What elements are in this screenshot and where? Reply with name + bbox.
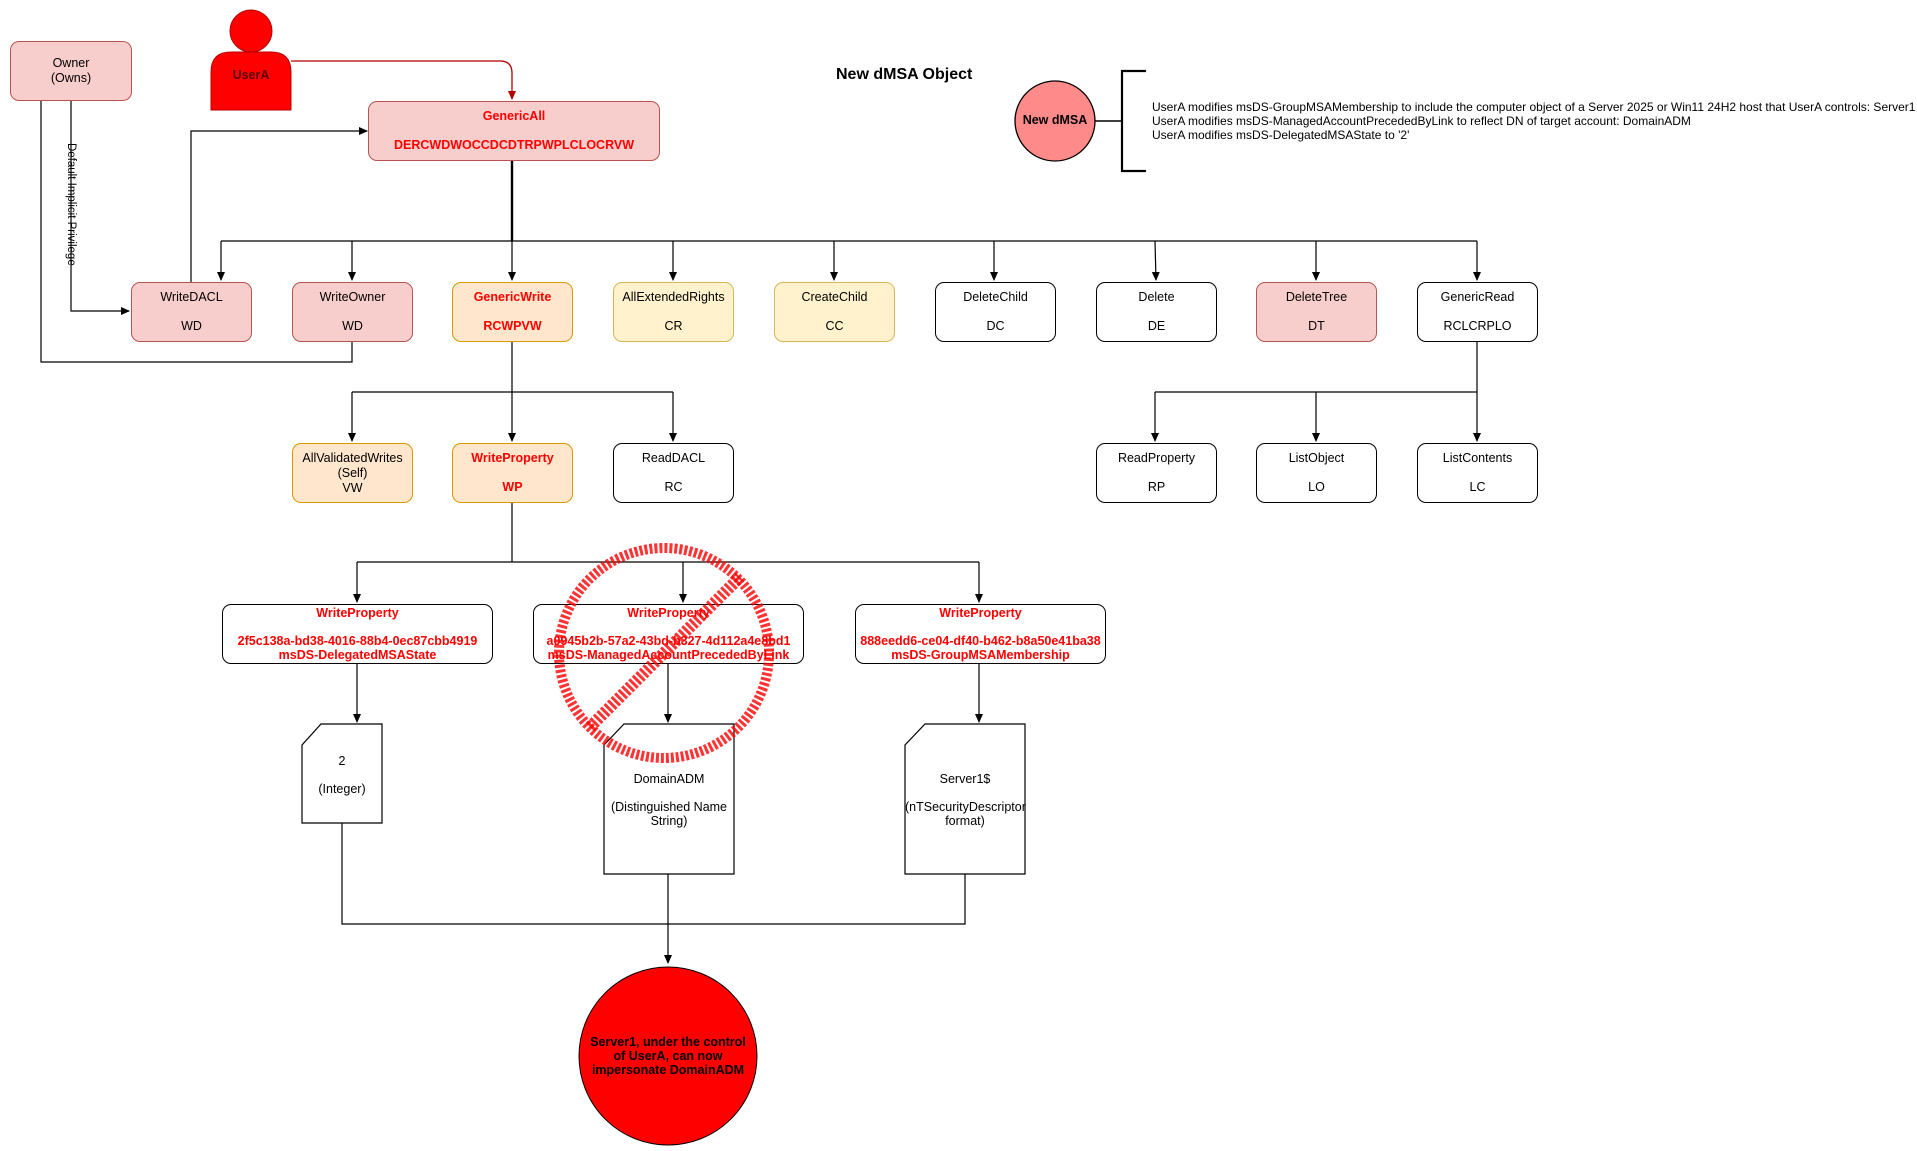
result-label: Server1, under the control of UserA, can… xyxy=(590,1035,746,1077)
writedacl-to-genericall-edge xyxy=(190,127,368,282)
value-dn-text: DomainADM (Distinguished Name String) xyxy=(610,772,728,828)
owner-node: Owner (Owns) xyxy=(10,41,132,101)
result-circle xyxy=(578,966,758,1146)
note-line: UserA modifies msDS-GroupMSAMembership t… xyxy=(1152,100,1916,114)
notes-block: UserA modifies msDS-GroupMSAMembership t… xyxy=(1152,100,1915,142)
value-integer-text: 2 (Integer) xyxy=(318,754,366,796)
notes-bracket xyxy=(1120,69,1146,173)
user-to-genericall-edge xyxy=(291,60,516,100)
note-line: UserA modifies msDS-DelegatedMSAState to… xyxy=(1152,128,1410,142)
gw-allvalidatedwrites: AllValidatedWrites (Self)VW xyxy=(292,443,413,503)
prohibited-stamp-icon xyxy=(554,543,774,763)
diagram-title: New dMSA Object xyxy=(836,66,973,83)
wp-groupmsamembership: WriteProperty 888eedd6-ce04-df40-b462-b8… xyxy=(855,604,1106,664)
value-doc-dn xyxy=(603,723,735,875)
wp-delegatedmsastate: WriteProperty 2f5c138a-bd38-4016-88b4-0e… xyxy=(222,604,493,664)
value-sd-text: Server1$ (nTSecurityDescriptor format) xyxy=(905,772,1026,828)
implicit-privilege-label: Default Implicit Privilege xyxy=(65,143,77,266)
writeowner-to-owner-edge xyxy=(37,63,353,363)
user-a-actor-icon xyxy=(210,9,292,111)
dmsa-label: New dMSA xyxy=(1022,113,1088,127)
rights-branches xyxy=(217,240,1481,281)
note-line: UserA modifies msDS-ManagedAccountPreced… xyxy=(1152,114,1691,128)
user-a-label: UserA xyxy=(232,68,270,82)
generic-all-node: GenericAll DERCWDWOCCDCDTRPWPLCLOCRVW xyxy=(368,101,660,161)
owner-to-writedacl-edge xyxy=(70,101,130,315)
